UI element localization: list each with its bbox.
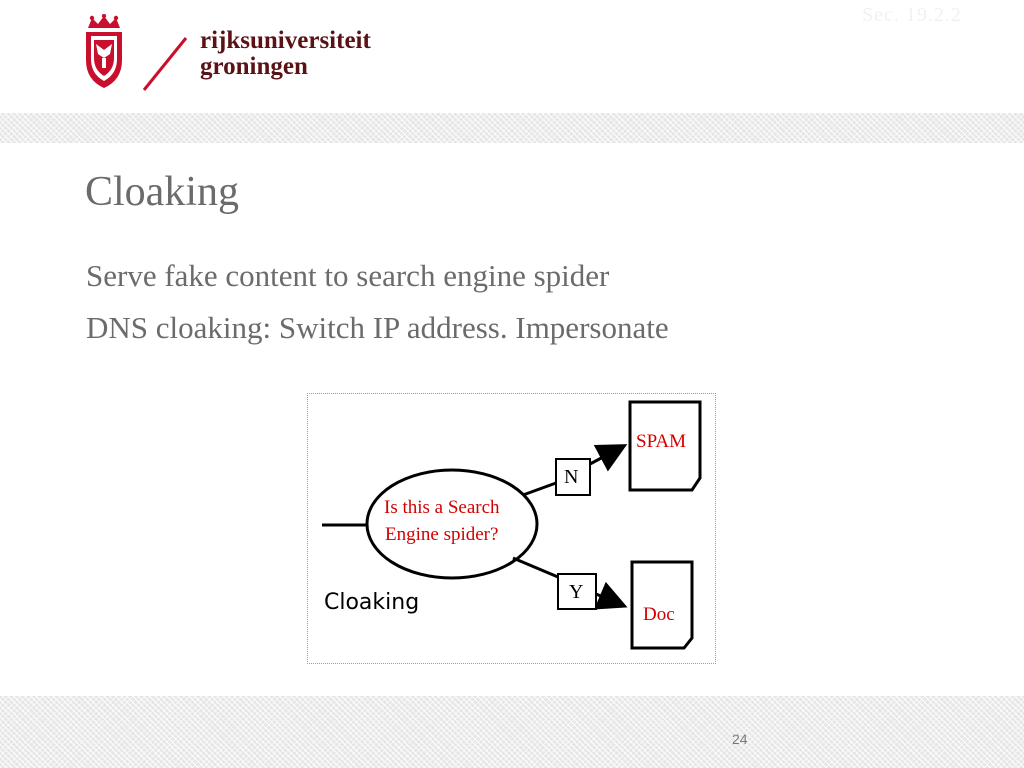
no-box [555,458,591,496]
university-logo: rijksuniversiteit groningen [82,14,412,94]
header-pattern-band [0,113,1024,143]
logo-line-2: groningen [200,53,308,80]
no-label: N [564,466,579,488]
bullet-list: Serve fake content to search engine spid… [86,250,669,354]
question-line-1: Is this a Search [384,497,500,518]
doc-document [630,560,694,650]
section-tag: Sec. 19.2.2 [862,4,962,26]
line-to-y [512,556,559,579]
logo-line-1: rijksuniversiteit [200,27,371,54]
spam-label: SPAM [636,431,687,452]
doc-label: Doc [643,604,675,625]
diagram-caption: Cloaking [324,590,420,615]
spam-document [628,400,702,492]
page-number: 24 [732,731,748,747]
decision-ellipse [365,468,539,580]
cloaking-diagram: Is this a Search Engine spider? N Y SPAM… [307,393,716,664]
arrow-to-spam [589,444,628,472]
bullet-item: DNS cloaking: Switch IP address. Imperso… [86,310,669,345]
university-name: rijksuniversiteit groningen [200,28,371,80]
line-to-n [522,481,557,497]
arrow-to-doc [594,581,628,610]
university-crest-icon [86,14,188,91]
diagram-shapes [322,400,702,650]
yes-label: Y [569,581,584,603]
bullet-item: Serve fake content to search engine spid… [86,258,610,293]
footer-pattern-band [0,696,1024,768]
slide-title: Cloaking [85,169,239,215]
question-line-2: Engine spider? [385,524,499,545]
